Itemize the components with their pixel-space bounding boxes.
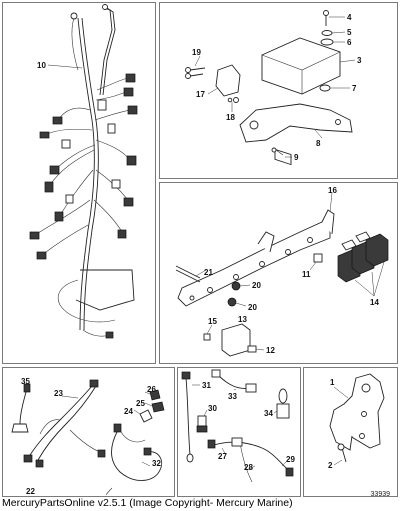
- callout-31: 31: [202, 381, 211, 390]
- callout-13: 13: [238, 315, 247, 324]
- engine-harness-drawing: [29, 4, 138, 339]
- callout-21: 21: [204, 268, 213, 277]
- callout-19: 19: [192, 48, 201, 57]
- panel-sensors-harness: [2, 367, 175, 497]
- callout-20a: 20: [252, 281, 261, 290]
- callout-16: 16: [328, 186, 337, 195]
- callout-4: 4: [347, 13, 352, 22]
- callout-17: 17: [196, 90, 205, 99]
- relay-bracket-drawing: [175, 192, 389, 357]
- callout-7: 7: [352, 84, 357, 93]
- callout-2: 2: [328, 461, 333, 470]
- diagram-number: 33939: [370, 491, 390, 498]
- callout-1: 1: [330, 378, 335, 387]
- callout-28: 28: [244, 463, 253, 472]
- cables-drawing: [181, 369, 294, 483]
- callout-27: 27: [218, 452, 227, 461]
- callout-5: 5: [347, 28, 352, 37]
- callout-33: 33: [228, 392, 237, 401]
- callout-9: 9: [294, 153, 299, 162]
- callout-10: 10: [37, 61, 46, 70]
- callout-12: 12: [266, 346, 275, 355]
- callout-6: 6: [347, 38, 352, 47]
- callout-29: 29: [286, 455, 295, 464]
- copyright-footer: MercuryPartsOnline v2.5.1 (Image Copyrig…: [2, 497, 293, 509]
- callout-20b: 20: [248, 303, 257, 312]
- callout-22: 22: [26, 487, 35, 496]
- callout-26: 26: [147, 385, 156, 394]
- callout-14: 14: [370, 298, 379, 307]
- callout-labels: 10 4 5 6 3 19 17 18 7 8 9 16 21 11 20 20…: [21, 13, 379, 496]
- mount-bracket-drawing: [329, 373, 385, 466]
- callout-30: 30: [208, 404, 217, 413]
- callout-3: 3: [357, 56, 362, 65]
- panel-engine-harness: [2, 2, 156, 364]
- callout-8: 8: [316, 139, 321, 148]
- sensors-harness-drawing: [11, 379, 165, 496]
- callout-32: 32: [152, 459, 161, 468]
- ecm-mount-drawing: [185, 10, 356, 166]
- callout-15: 15: [208, 317, 217, 326]
- callout-25: 25: [136, 399, 145, 408]
- callout-18: 18: [226, 113, 235, 122]
- callout-11: 11: [302, 270, 311, 279]
- panel-ecm-mount: [159, 2, 398, 179]
- callout-23: 23: [54, 389, 63, 398]
- callout-35: 35: [21, 377, 30, 386]
- callout-24: 24: [124, 407, 133, 416]
- callout-34: 34: [264, 409, 273, 418]
